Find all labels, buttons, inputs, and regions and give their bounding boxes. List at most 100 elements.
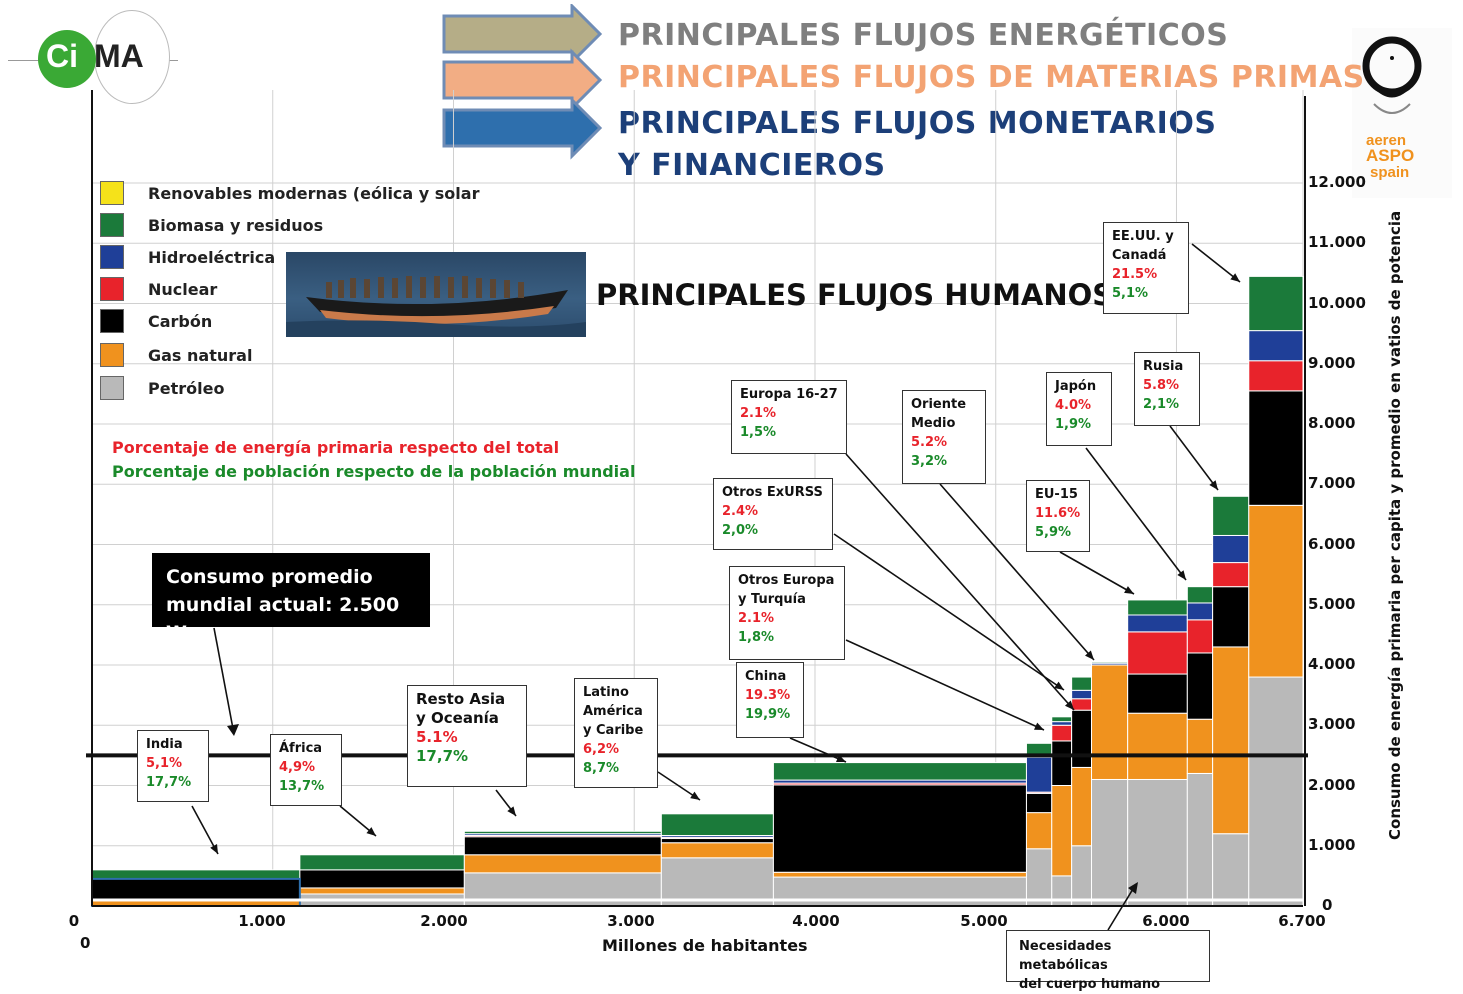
bar-7-segment-hidro <box>1071 689 1093 700</box>
y-tick-label: 10.000 <box>1308 293 1366 312</box>
legend-label: Nuclear <box>148 279 218 299</box>
bar-9-segment-nuclear <box>1127 631 1188 675</box>
bar-11-segment-carbon <box>1212 586 1250 648</box>
callout-region-name: EE.UU. y Canadá <box>1112 229 1174 263</box>
legend-item-biomasa: Biomasa y residuos <box>100 212 323 238</box>
bar-1-segment-gas <box>299 887 465 895</box>
bar-4-segment-carbon <box>772 784 1027 873</box>
materials-flows-title: PRINCIPALES FLUJOS DE MATERIAS PRIMAS <box>618 60 1365 95</box>
flow-arrows <box>442 4 603 160</box>
callout-population-pct: 2,0% <box>722 523 759 538</box>
y-tick-label: 12.000 <box>1308 173 1366 191</box>
callout-population-pct: 5,9% <box>1035 525 1072 540</box>
bar-10-segment-carbon <box>1186 652 1214 720</box>
bar-6-segment-carbon <box>1051 740 1073 786</box>
legend-label: Carbón <box>148 311 213 331</box>
callout-arrow <box>833 533 1065 691</box>
legend-swatch-nuclear <box>100 277 124 301</box>
callout-arrowhead <box>366 827 376 836</box>
callout-arrow <box>1191 243 1241 283</box>
bar-9-segment-carbon <box>1127 673 1188 714</box>
callout-energy-pct: 6,2% <box>583 742 620 757</box>
y-tick-label: 6.000 <box>1308 534 1356 553</box>
callout-region-name: Latino América y Caribe <box>583 685 644 738</box>
bar-4-segment-biomasa <box>772 762 1027 781</box>
callout-arrowhead <box>1034 722 1044 730</box>
callout-arrowhead <box>690 791 700 800</box>
materials-flow-arrow <box>442 48 603 112</box>
x-tick-label: 5.000 <box>960 912 1008 930</box>
bar-0-segment-carbon <box>91 878 301 901</box>
callout-arrow <box>1169 425 1219 491</box>
bar-12-segment-nuclear <box>1248 360 1304 392</box>
callout-region-name: Resto Asia y Oceanía <box>416 690 506 727</box>
callout-population-pct: 1,9% <box>1055 417 1092 432</box>
callout-energy-pct: 2.4% <box>722 504 759 519</box>
callout-region-name: EU-15 <box>1035 487 1078 502</box>
y-tick-label: 0 <box>1322 896 1333 914</box>
bar-5-segment-hidro <box>1025 756 1053 793</box>
callout-energy-pct: 4,9% <box>279 760 316 775</box>
bar-4-segment-gas <box>772 871 1027 878</box>
bar-6-segment-nuclear <box>1051 724 1073 742</box>
callout-arrowhead <box>1064 700 1074 710</box>
callout-energy-pct: 11.6% <box>1035 506 1081 521</box>
legend-swatch-petroleo <box>100 376 124 400</box>
bar-8-segment-petroleo <box>1091 778 1129 907</box>
callout-region-name: Europa 16-27 <box>740 387 838 402</box>
callout-energy-pct: 5.1% <box>416 728 458 746</box>
callout-population-pct: 19,9% <box>745 707 791 722</box>
y-tick-label: 5.000 <box>1308 594 1356 613</box>
bar-6-segment-gas <box>1051 785 1073 877</box>
bar-5-segment-petroleo <box>1025 848 1053 907</box>
callout-region-name: India <box>146 737 183 752</box>
bar-3-segment-carbon <box>660 838 774 844</box>
callout-jap-n: Japón 4.0% 1,9% <box>1046 372 1112 446</box>
bar-11-segment-hidro <box>1212 534 1250 564</box>
callout-energy-pct: 4.0% <box>1055 398 1092 413</box>
callout-energy-pct: 5.8% <box>1143 378 1180 393</box>
chart-bars <box>91 275 1304 908</box>
callout-eu-15: EU-15 11.6% 5,9% <box>1026 480 1090 552</box>
callout-region-name: Otros ExURSS <box>722 485 823 500</box>
bar-2-segment-carbon <box>463 836 662 856</box>
bar-11-segment-biomasa <box>1212 495 1250 536</box>
aspo-logo-line3: spain <box>1370 164 1410 181</box>
bar-11-segment-gas <box>1212 646 1250 835</box>
callout-region-name: Japón <box>1055 379 1097 394</box>
bar-7-segment-petroleo <box>1071 845 1093 907</box>
aspo-logo-line1: aeren <box>1366 132 1407 149</box>
metabolic-needs-line1: Necesidades metabólicas <box>1019 939 1112 973</box>
bar-10-segment-hidro <box>1186 602 1214 621</box>
callout-region-name: China <box>745 669 787 684</box>
y-tick-label: 11.000 <box>1308 233 1366 252</box>
bar-9-segment-hidro <box>1127 614 1188 633</box>
bar-1-segment-biomasa <box>299 854 465 871</box>
bar-6-segment-biomasa <box>1051 716 1073 723</box>
bar-5-segment-carbon <box>1025 792 1053 814</box>
legend-item-renovables: Renovables modernas (eólica y solar <box>100 180 479 206</box>
bar-7-segment-gas <box>1071 766 1093 847</box>
average-consumption-box: Consumo promedio mundial actual: 2.500 W <box>152 553 430 644</box>
legend-swatch-hidro <box>100 245 124 269</box>
average-consumption-line1: Consumo promedio <box>166 566 373 588</box>
callout-energy-pct: 2.1% <box>738 611 775 626</box>
bar-12-segment-biomasa <box>1248 275 1304 332</box>
legend-label: Renovables modernas (eólica y solar <box>148 183 480 203</box>
legend-swatch-renovables <box>100 181 124 205</box>
legend-swatch-gas <box>100 343 124 367</box>
bar-10-segment-gas <box>1186 718 1214 774</box>
average-box-arrowhead <box>227 724 239 736</box>
legend-item-nuclear: Nuclear <box>100 276 217 302</box>
bar-0-segment-biomasa <box>91 869 301 880</box>
bar-12-segment-petroleo <box>1248 676 1304 907</box>
y-tick-label: 2.000 <box>1308 775 1356 794</box>
bar-7-segment-biomasa <box>1071 676 1093 691</box>
energy-flows-title: PRINCIPALES FLUJOS ENERGÉTICOS <box>618 18 1229 53</box>
